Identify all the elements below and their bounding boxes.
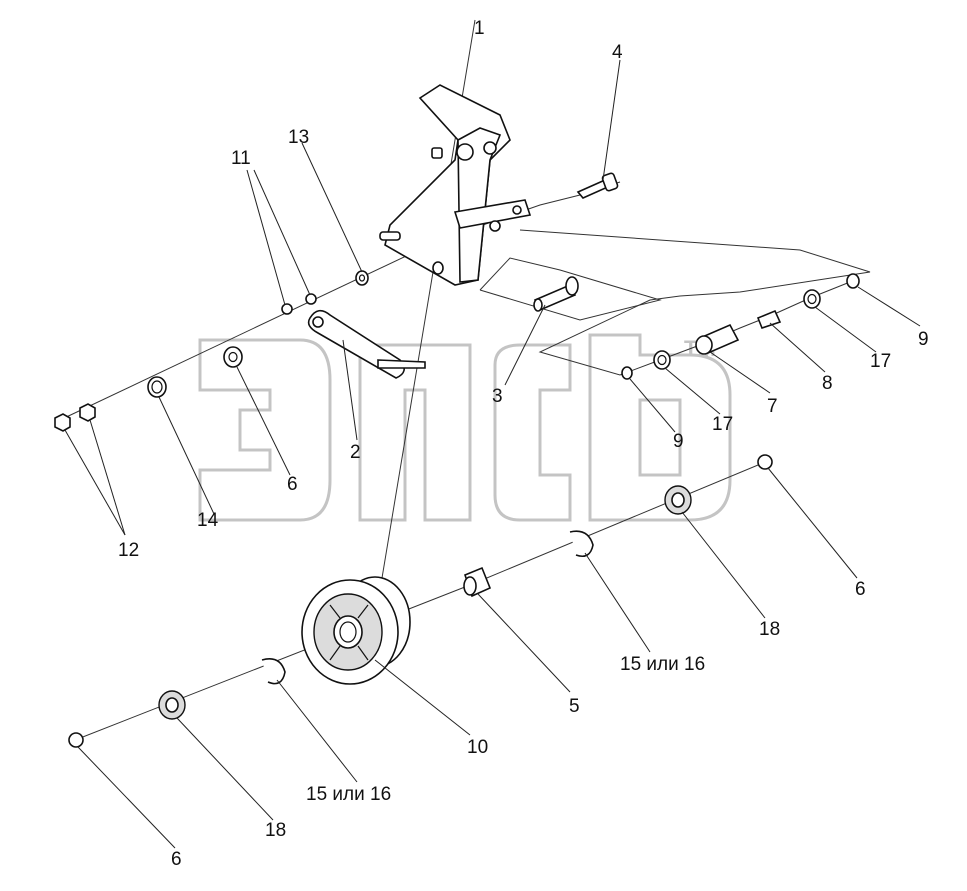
label-1: 1 [474,18,485,39]
label-2: 2 [350,442,361,463]
label-11: 11 [231,148,251,169]
bracket-part [379,84,532,286]
label-9-middle: 9 [673,431,684,452]
label-3: 3 [492,386,503,407]
label-6-bottom: 6 [171,849,182,870]
pin-part [533,276,579,312]
label-13: 13 [288,127,309,148]
label-9-right: 9 [918,329,929,350]
watermark-logo: TM [198,333,732,522]
label-12: 12 [118,540,139,561]
label-5: 5 [569,696,580,717]
label-17-right: 17 [870,351,891,372]
label-4: 4 [612,42,623,63]
label-8: 8 [822,373,833,394]
right-axis-hardware [621,273,860,380]
label-6-middle: 6 [287,474,298,495]
label-14: 14 [197,510,219,531]
bolt-part [576,172,619,199]
label-6-right: 6 [855,579,866,600]
upper-left-hardware [54,270,369,432]
label-15-or-16-right: 15 или 16 [620,654,705,675]
callout-labels: 1 2 3 4 5 6 6 6 7 8 9 9 10 11 12 13 14 1… [118,18,929,870]
label-18-right: 18 [759,619,780,640]
label-17-middle: 17 [712,414,733,435]
lower-axis-hardware [68,454,773,748]
leader-lines [64,59,921,849]
label-7: 7 [767,396,778,417]
label-10: 10 [467,737,488,758]
label-15-or-16-bottom: 15 или 16 [306,784,391,805]
lever-part [307,309,426,379]
label-18-bottom: 18 [265,820,286,841]
roller-part [301,576,411,685]
